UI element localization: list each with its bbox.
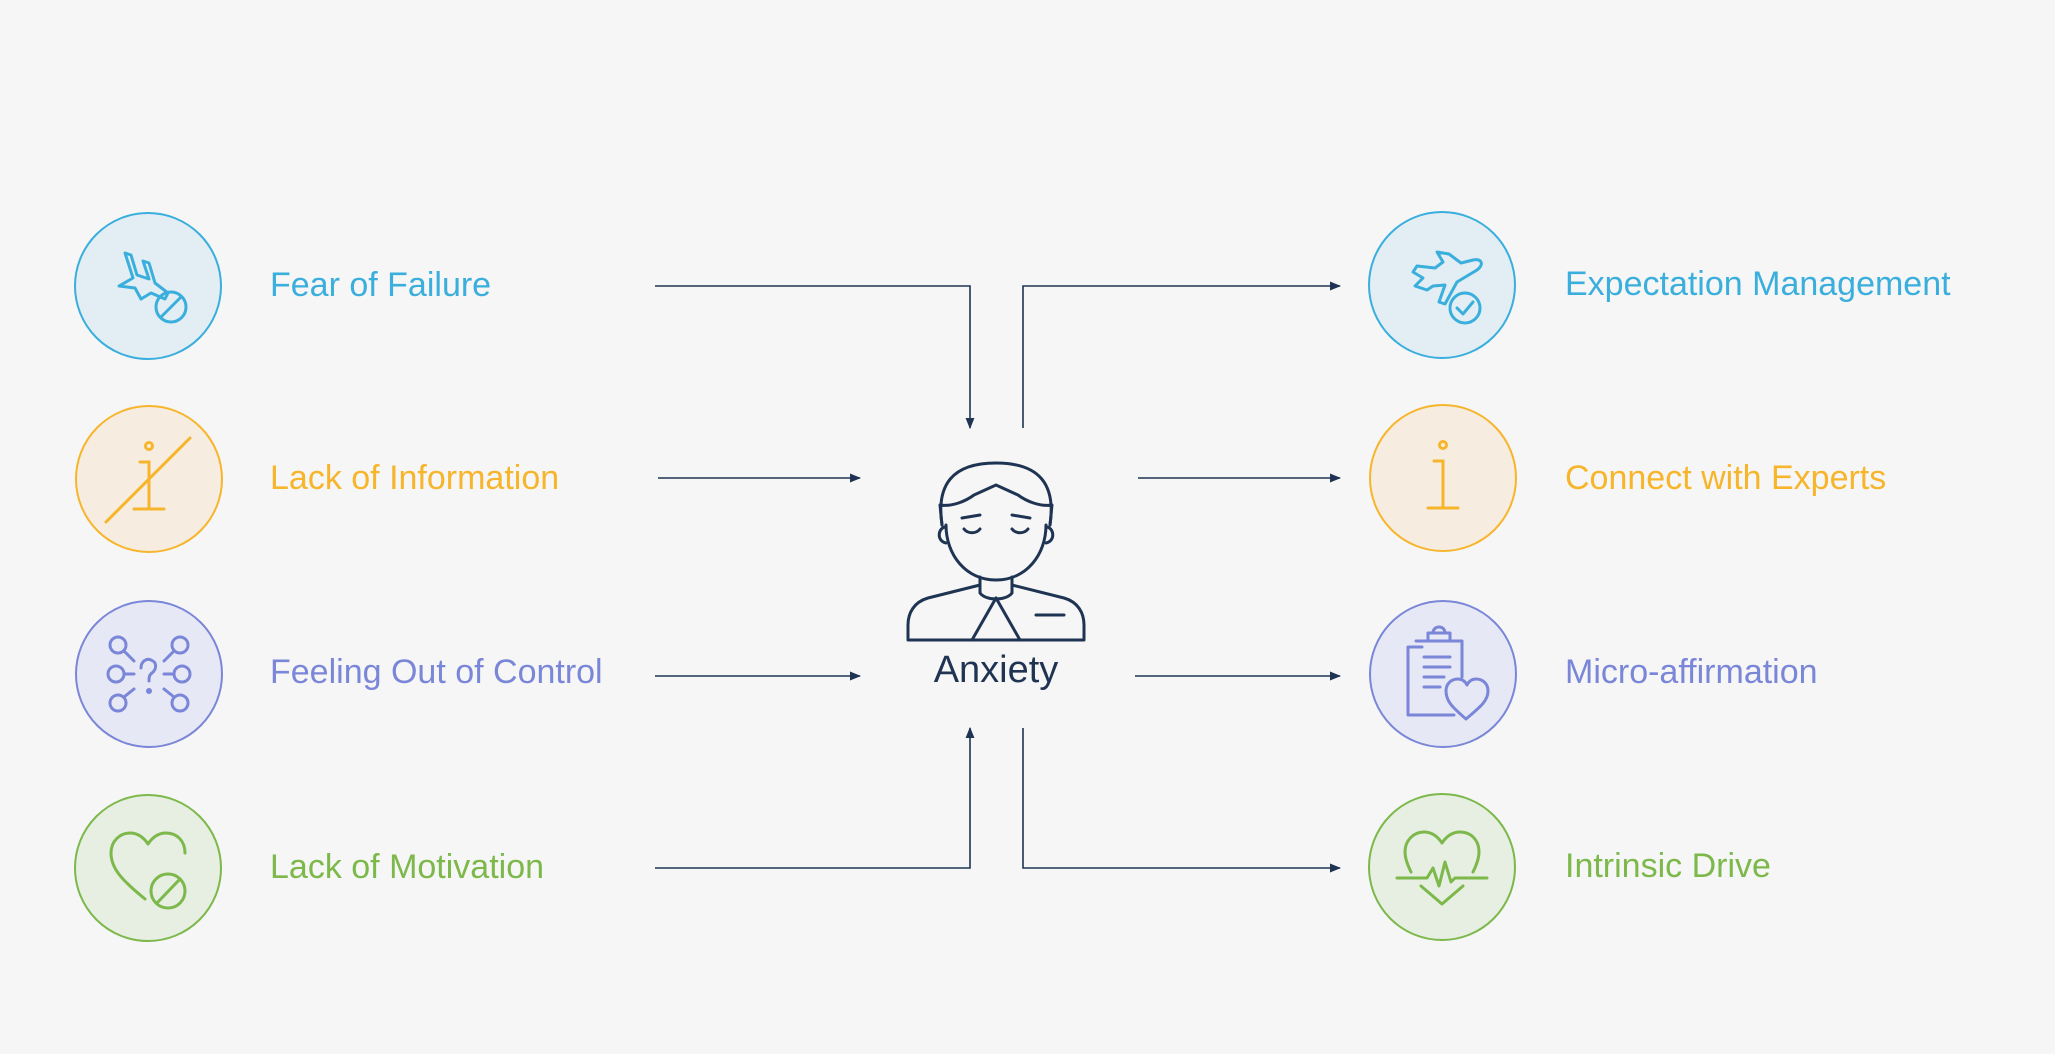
connector-lack-of-motivation bbox=[655, 726, 975, 869]
feeling-out-of-control-node bbox=[75, 600, 223, 748]
micro-affirmation-node bbox=[1369, 600, 1517, 748]
connector-expectation-management bbox=[1022, 281, 1342, 428]
question-network-icon bbox=[106, 635, 192, 713]
anxious-person-icon bbox=[906, 461, 1086, 642]
feeling-out-of-control-label: Feeling Out of Control bbox=[270, 653, 603, 691]
connector-intrinsic-drive bbox=[1022, 728, 1342, 873]
lack-of-motivation-label: Lack of Motivation bbox=[270, 848, 545, 886]
heart-blocked-icon bbox=[109, 831, 187, 910]
plane-crash-blocked-icon bbox=[117, 251, 188, 324]
connector-fear-of-failure bbox=[655, 285, 975, 430]
expectation-management-label: Expectation Management bbox=[1565, 265, 1951, 303]
micro-affirmation-label: Micro-affirmation bbox=[1565, 653, 1818, 691]
intrinsic-drive-node bbox=[1368, 793, 1516, 941]
plane-checked-icon bbox=[1411, 250, 1483, 325]
lack-of-information-node bbox=[75, 405, 223, 553]
fear-of-failure-node bbox=[74, 212, 222, 360]
lack-of-motivation-node bbox=[74, 794, 222, 942]
info-icon bbox=[1426, 440, 1460, 510]
lack-of-information-label: Lack of Information bbox=[270, 459, 560, 497]
fear-of-failure-label: Fear of Failure bbox=[270, 266, 492, 304]
info-crossed-icon bbox=[104, 436, 192, 524]
clipboard-heart-icon bbox=[1406, 625, 1490, 721]
connect-with-experts-node bbox=[1369, 404, 1517, 552]
expectation-management-node bbox=[1368, 211, 1516, 359]
anxiety-label: Anxiety bbox=[933, 649, 1059, 691]
connect-with-experts-label: Connect with Experts bbox=[1565, 459, 1887, 497]
intrinsic-drive-label: Intrinsic Drive bbox=[1565, 847, 1771, 885]
heartbeat-icon bbox=[1395, 830, 1489, 906]
